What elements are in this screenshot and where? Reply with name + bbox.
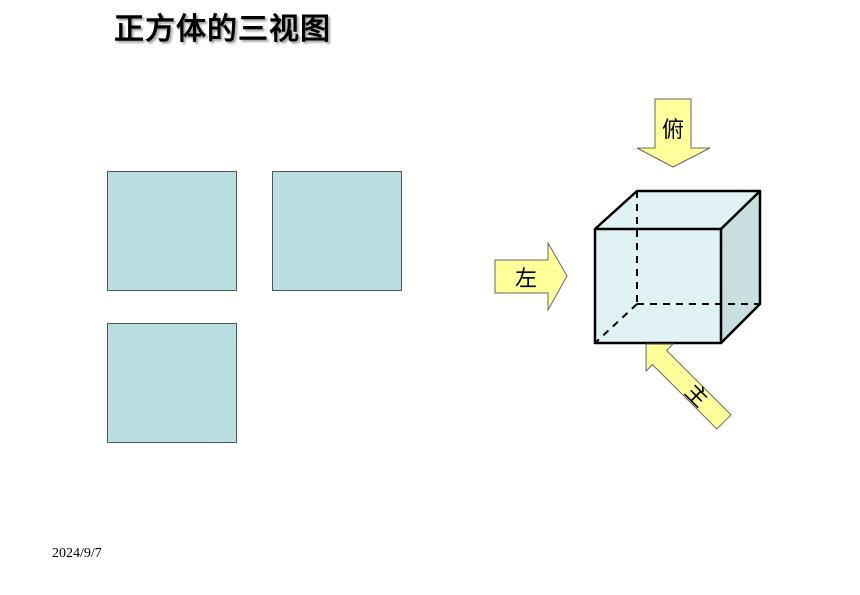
cube	[593, 189, 762, 345]
slide-title: 正方体的三视图	[114, 12, 331, 47]
front-view-arrow: 主	[645, 343, 732, 430]
top-view-square	[107, 323, 237, 443]
top-view-arrow-label: 俯	[662, 118, 684, 143]
cube-hidden-edges	[594, 191, 760, 344]
left-view-arrow-label: 左	[515, 267, 537, 292]
top-view-arrow: 俯	[636, 98, 711, 168]
left-view-square	[272, 171, 402, 291]
front-view-square	[107, 171, 237, 291]
slide-date: 2024/9/7	[52, 546, 102, 561]
left-view-arrow: 左	[494, 241, 568, 312]
cube-visible-edges	[593, 189, 762, 345]
